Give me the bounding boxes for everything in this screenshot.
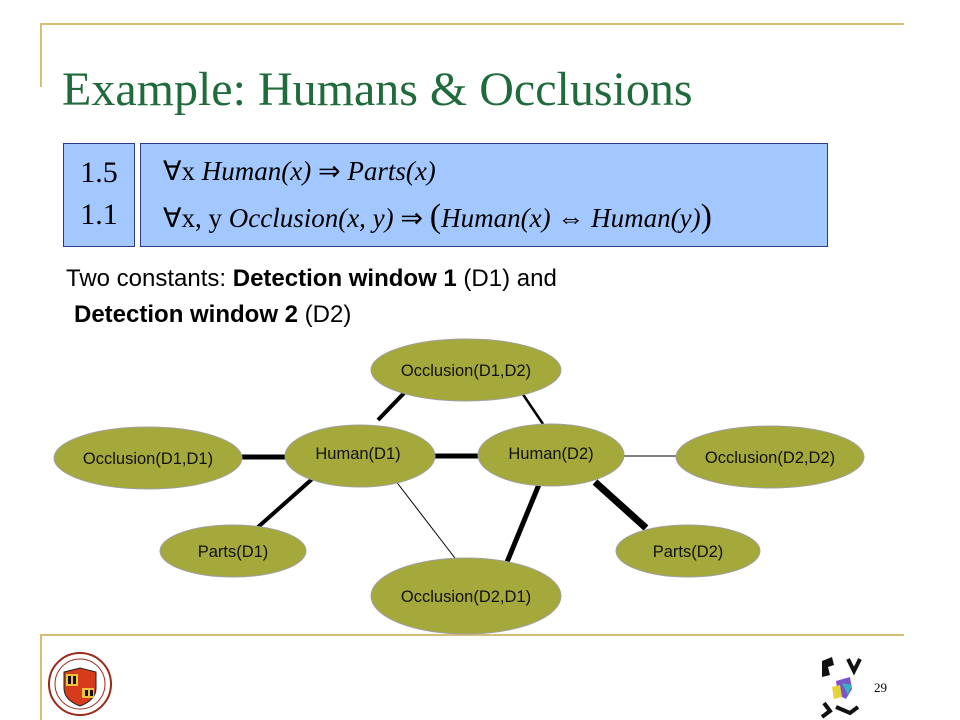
frame-top-line [40, 23, 904, 25]
constant-2-name: Detection window 2 [74, 301, 299, 328]
node-occlusion-d2-d2: Occlusion(D2,D2) [675, 425, 865, 489]
edge-human-d2-parts-d2 [592, 479, 649, 531]
constants-line-1: Two constants: Detection window 1 (D1) a… [66, 265, 557, 293]
formula-2-inner-left: Human(x) [441, 203, 551, 233]
label-occlusion-d2-d2: Occlusion(D2,D2) [705, 449, 835, 467]
label-occlusion-d1-d1: Occlusion(D1,D1) [83, 450, 213, 468]
slide-title: Example: Humans & Occlusions [62, 63, 693, 116]
formula-2-inner-right: Human(y) [591, 203, 701, 233]
constant-2-abbr: (D2) [298, 301, 352, 328]
formula-2-quantifier: ∀x, y [163, 203, 229, 233]
node-occlusion-d1-d2: Occlusion(D1,D2) [370, 338, 562, 402]
formulas-box: ∀x Human(x) ⇒ Parts(x) ∀x, y Occlusion(x… [140, 143, 828, 247]
formula-2-iff: ⇔ [550, 203, 592, 233]
edge-human-d1-occd2d1 [394, 479, 459, 563]
formula-2-close-paren: ) [700, 198, 712, 235]
formula-2-open-paren: ( [429, 198, 442, 235]
lab-logo [820, 657, 862, 719]
formula-2-implies: ⇒ [393, 203, 430, 233]
node-occlusion-d2-d1: Occlusion(D2,D1) [370, 557, 562, 635]
formula-occlusion: ∀x, y Occlusion(x, y) ⇒ (Human(x) ⇔ Huma… [163, 198, 712, 236]
edge-human-d1-parts-d1 [255, 470, 322, 530]
frame-left-line [40, 23, 42, 87]
formula-1-implies: ⇒ [311, 156, 348, 186]
constant-1-name: Detection window 1 [232, 265, 457, 292]
weights-box: 1.5 1.1 [63, 143, 135, 247]
formula-1-consequent: Parts(x) [347, 156, 436, 186]
slide-number: 29 [874, 680, 887, 695]
label-human-d2: Human(D2) [508, 445, 593, 463]
formula-human-parts: ∀x Human(x) ⇒ Parts(x) [163, 156, 436, 187]
label-parts-d2: Parts(D2) [653, 543, 724, 561]
constant-1-abbr: (D1) and [456, 265, 557, 292]
node-parts-d1: Parts(D1) [159, 524, 307, 578]
node-human-d1: Human(D1) [284, 424, 436, 488]
constants-line-2: Detection window 2 (D2) [74, 301, 351, 329]
edge-occd1d2-human-d1 [376, 388, 409, 422]
constants-prefix: Two constants: [66, 265, 233, 292]
university-seal-logo [48, 652, 112, 716]
weight-1: 1.5 [80, 156, 118, 189]
formula-1-antecedent: Human(x) [201, 156, 312, 186]
formula-2-antecedent: Occlusion(x, y) [228, 203, 394, 233]
edge-occd1d2-human-d2 [518, 389, 545, 425]
frame-bottom-line [40, 634, 904, 636]
frame-left-bottom-line [40, 634, 42, 720]
weight-2: 1.1 [80, 198, 118, 231]
label-occlusion-d1-d2: Occlusion(D1,D2) [401, 362, 531, 380]
edge-human-d2-occd2d1 [502, 481, 543, 568]
formula-1-quantifier: ∀x [163, 156, 202, 186]
node-occlusion-d1-d1: Occlusion(D1,D1) [53, 426, 243, 490]
node-human-d2: Human(D2) [477, 423, 625, 487]
label-parts-d1: Parts(D1) [198, 543, 269, 561]
node-parts-d2: Parts(D2) [615, 524, 761, 578]
label-occlusion-d2-d1: Occlusion(D2,D1) [401, 588, 531, 606]
label-human-d1: Human(D1) [315, 445, 400, 463]
